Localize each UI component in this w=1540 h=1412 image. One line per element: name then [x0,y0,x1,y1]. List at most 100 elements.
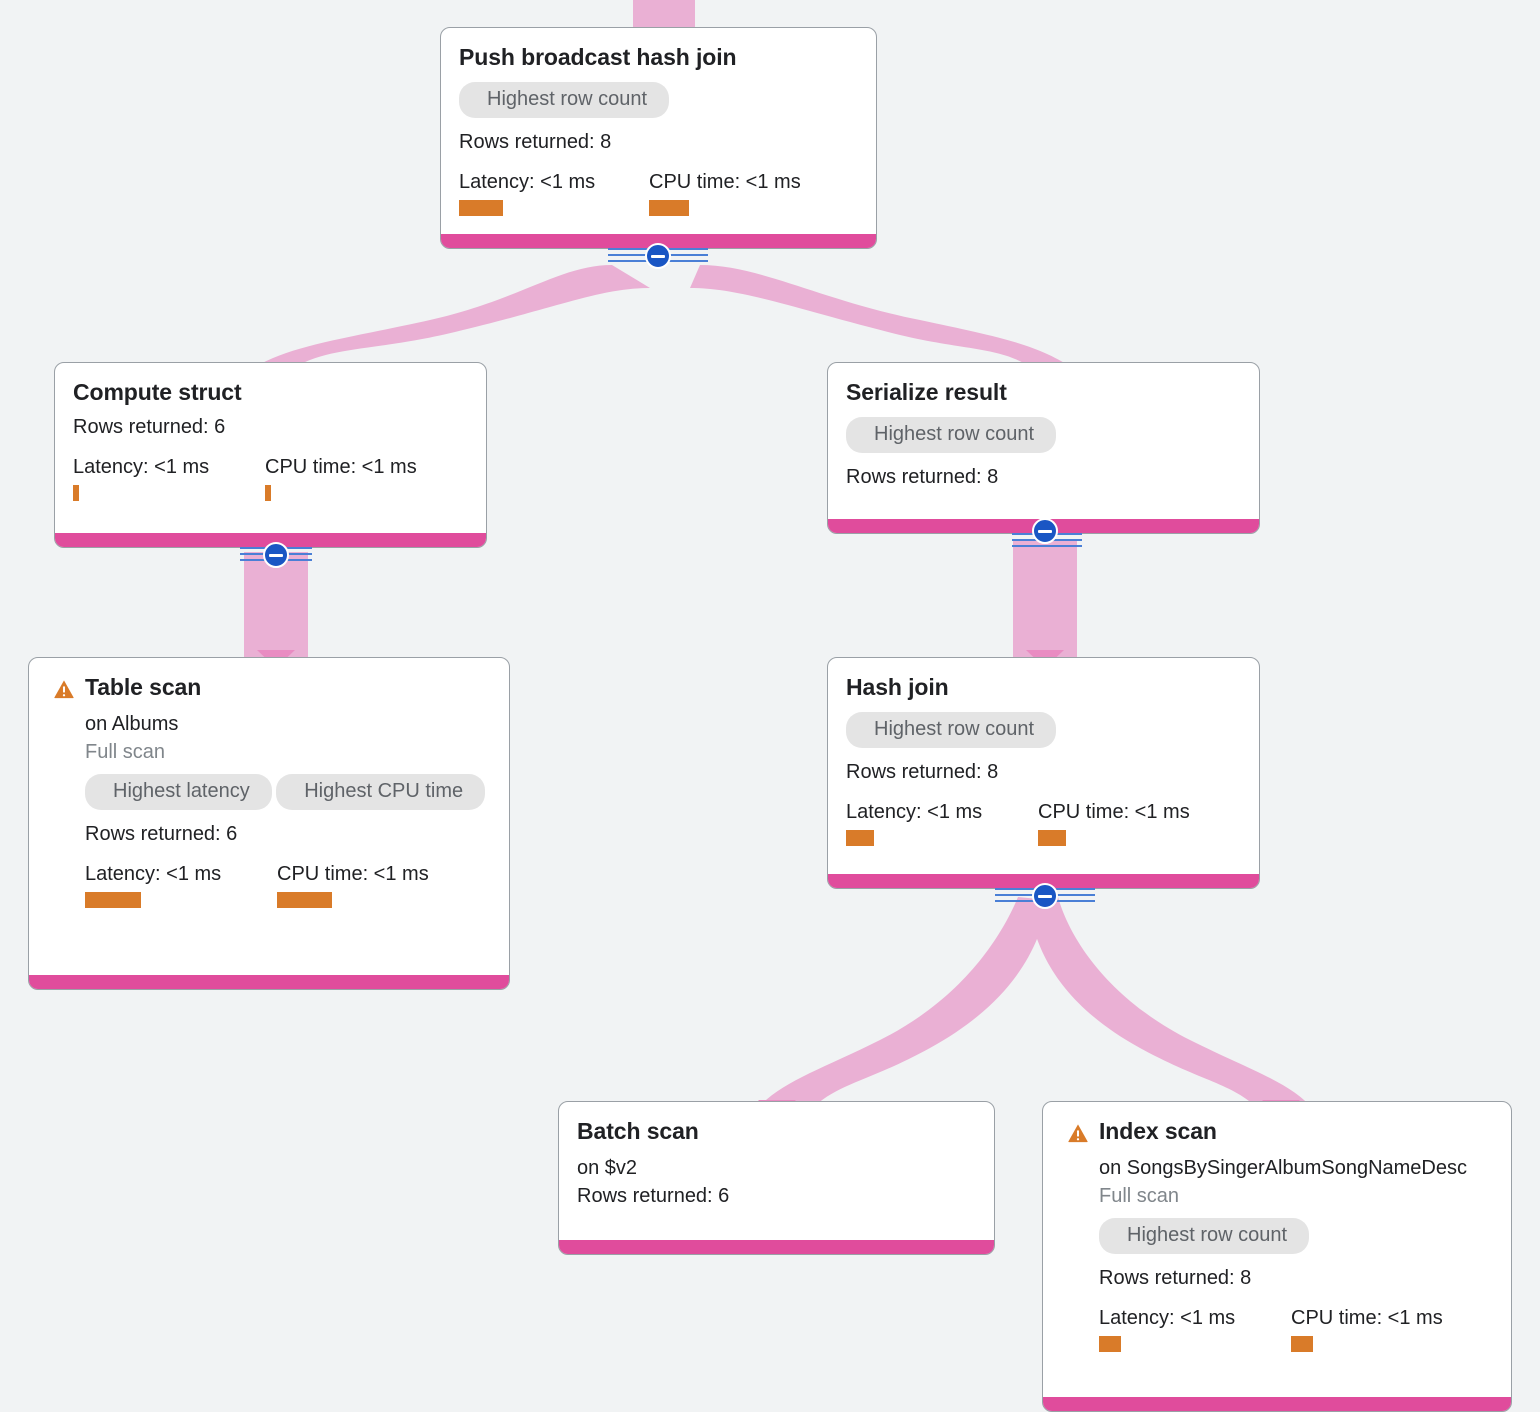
node-detail-block: on SongsBySingerAlbumSongNameDesc Full s… [1067,1155,1493,1353]
node-footer-bar [55,533,486,547]
node-body: Hash join Highest row count Rows returne… [828,658,1259,862]
warning-triangle-icon [53,678,75,700]
latency-bar [459,200,503,217]
cpu-time-label: CPU time: <1 ms [649,171,801,194]
plan-node-hash-join[interactable]: Hash join Highest row count Rows returne… [827,657,1260,889]
node-title: Hash join [846,674,949,700]
node-footer-bar [1043,1397,1511,1411]
node-body: Index scan on SongsBySingerAlbumSongName… [1043,1102,1511,1368]
plan-node-batch-scan[interactable]: Batch scan on $v2 Rows returned: 6 [558,1101,995,1255]
node-detail-block: on Albums Full scan Highest latency High… [53,711,491,909]
rows-returned: Rows returned: 8 [1099,1267,1252,1290]
rows-returned: Rows returned: 8 [459,131,612,154]
cpu-time-label: CPU time: <1 ms [265,456,417,479]
edge-hash-join-to-batch-scan [756,897,1048,1110]
latency-metric: Latency: <1 ms [73,454,265,502]
edge-compute-struct-to-table-scan [244,552,308,660]
cpu-time-metric: CPU time: <1 ms [1291,1305,1443,1353]
node-subtitle: on SongsBySingerAlbumSongNameDesc [1099,1157,1467,1180]
node-title-row: Compute struct [73,377,468,408]
latency-label: Latency: <1 ms [85,863,222,886]
cpu-time-metric: CPU time: <1 ms [265,454,417,502]
latency-label: Latency: <1 ms [73,456,210,479]
collapse-button-push-broadcast-hash-join[interactable] [645,243,671,269]
badge-highest-row-count: Highest row count [459,82,670,119]
latency-bar [846,830,874,847]
node-title-row: Push broadcast hash join [459,42,858,73]
edge-root-to-serialize-result [690,265,1075,370]
metrics-row: Latency: <1 ms CPU time: <1 ms [85,861,491,909]
latency-bar [73,485,79,502]
collapse-button-hash-join[interactable] [1032,883,1058,909]
rows-returned: Rows returned: 6 [85,823,238,846]
collapse-button-serialize-result[interactable] [1032,518,1058,544]
cpu-time-metric: CPU time: <1 ms [649,169,801,217]
node-body: Compute struct Rows returned: 6 Latency:… [55,363,486,517]
node-footer-bar [29,975,509,989]
cpu-time-bar [1291,1336,1313,1353]
node-scan-type: Full scan [1099,1185,1180,1208]
warning-triangle-icon [1067,1122,1089,1144]
badge-highest-row-count: Highest row count [846,712,1057,749]
cpu-time-bar [265,485,271,502]
node-title: Push broadcast hash join [459,44,737,70]
cpu-time-bar [649,200,689,217]
metrics-row: Latency: <1 ms CPU time: <1 ms [459,169,858,217]
node-body: Batch scan on $v2 Rows returned: 6 [559,1102,994,1225]
rows-returned: Rows returned: 8 [846,761,999,784]
node-footer-bar [828,874,1259,888]
plan-node-push-broadcast-hash-join[interactable]: Push broadcast hash join Highest row cou… [440,27,877,249]
latency-bar [85,892,141,909]
plan-node-table-scan[interactable]: Table scan on Albums Full scan Highest l… [28,657,510,990]
latency-metric: Latency: <1 ms [846,799,1038,847]
plan-node-serialize-result[interactable]: Serialize result Highest row count Rows … [827,362,1260,534]
node-title: Serialize result [846,379,1007,405]
metrics-row: Latency: <1 ms CPU time: <1 ms [846,799,1241,847]
badge-highest-latency: Highest latency [85,774,272,811]
node-scan-type: Full scan [85,741,166,764]
node-title: Compute struct [73,379,242,405]
node-body: Serialize result Highest row count Rows … [828,363,1259,506]
cpu-time-bar [277,892,332,909]
latency-metric: Latency: <1 ms [1099,1305,1291,1353]
metrics-row: Latency: <1 ms CPU time: <1 ms [1099,1305,1493,1353]
badge-highest-row-count: Highest row count [846,417,1057,454]
cpu-time-metric: CPU time: <1 ms [1038,799,1190,847]
metrics-row: Latency: <1 ms CPU time: <1 ms [73,454,468,502]
node-subtitle: on $v2 [577,1157,638,1180]
node-footer-bar [559,1240,994,1254]
node-footer-bar [441,234,876,248]
node-title-row: Serialize result [846,377,1241,408]
node-title-row: Table scan [53,672,491,703]
edge-root-to-compute-struct [250,265,650,370]
rows-returned: Rows returned: 6 [577,1185,730,1208]
cpu-time-label: CPU time: <1 ms [1038,801,1190,824]
rows-returned: Rows returned: 6 [73,416,226,439]
node-title-row: Index scan [1067,1116,1493,1147]
node-body: Push broadcast hash join Highest row cou… [441,28,876,232]
latency-label: Latency: <1 ms [459,171,596,194]
badge-highest-row-count: Highest row count [1099,1218,1310,1255]
rows-returned: Rows returned: 8 [846,466,999,489]
cpu-time-bar [1038,830,1066,847]
node-title-row: Hash join [846,672,1241,703]
latency-bar [1099,1336,1121,1353]
node-title: Table scan [85,674,202,700]
edge-incoming-root [633,0,695,30]
badge-highest-cpu-time: Highest CPU time [276,774,486,811]
node-title: Index scan [1099,1118,1217,1144]
plan-node-index-scan[interactable]: Index scan on SongsBySingerAlbumSongName… [1042,1101,1512,1412]
node-subtitle: on Albums [85,713,179,736]
collapse-button-compute-struct[interactable] [263,542,289,568]
node-title: Batch scan [577,1118,699,1144]
cpu-time-metric: CPU time: <1 ms [277,861,429,909]
latency-metric: Latency: <1 ms [85,861,277,909]
node-title-row: Batch scan [577,1116,976,1147]
edge-hash-join-to-index-scan [1028,897,1314,1110]
cpu-time-label: CPU time: <1 ms [277,863,429,886]
cpu-time-label: CPU time: <1 ms [1291,1307,1443,1330]
edge-serialize-result-to-hash-join [1013,540,1077,660]
plan-node-compute-struct[interactable]: Compute struct Rows returned: 6 Latency:… [54,362,487,548]
node-body: Table scan on Albums Full scan Highest l… [29,658,509,924]
